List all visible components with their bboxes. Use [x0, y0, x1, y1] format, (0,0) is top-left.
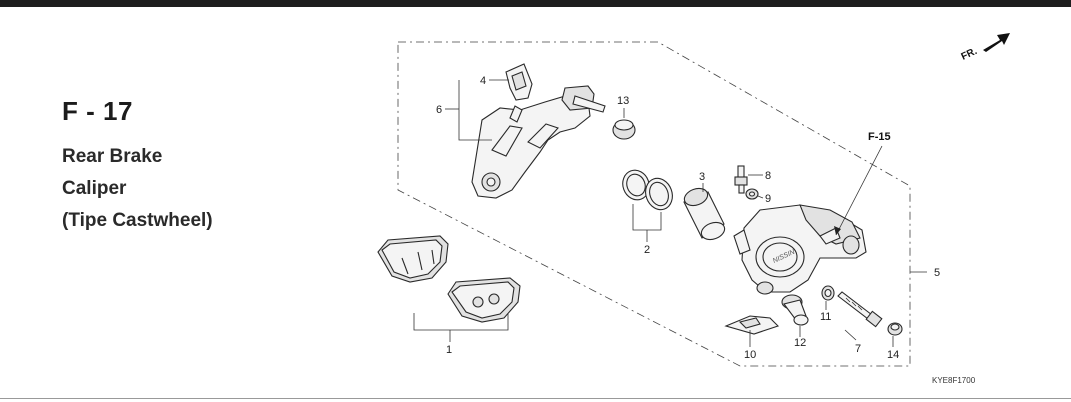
callout-9: 9 [765, 193, 771, 205]
piston-part [683, 187, 726, 241]
front-direction-arrow-icon: FR. [960, 33, 1010, 63]
page-code: F - 17 [62, 96, 133, 126]
callout-11: 11 [820, 311, 831, 323]
callout-10: 10 [744, 349, 756, 361]
pad-spring-part [505, 63, 533, 101]
callout-3: 3 [699, 171, 705, 183]
callout-1: 1 [446, 344, 452, 356]
caliper-bracket-part [471, 85, 606, 199]
callout-4: 4 [480, 75, 486, 87]
leader-lines [413, 79, 927, 347]
slide-pin-part [781, 294, 809, 326]
brake-pad-set-part [377, 235, 521, 323]
callout-7: 7 [855, 343, 861, 355]
callout-5: 5 [934, 267, 940, 279]
callout-8: 8 [765, 170, 771, 182]
pad-retainer-part [724, 315, 780, 335]
bleed-valve-part [734, 165, 748, 194]
boot-cap-part [612, 119, 636, 140]
callout-12: 12 [794, 337, 806, 349]
callout-14: 14 [887, 349, 899, 361]
top-bar [0, 0, 1071, 7]
bolt-cap-part [887, 322, 903, 336]
reference-f15: F-15 [868, 131, 891, 143]
bleed-cap-part [745, 188, 759, 200]
pin-bolt-part [837, 291, 883, 328]
front-direction-label: FR. [960, 46, 979, 63]
piston-seal-set-part [622, 169, 673, 211]
assembly-boundary [397, 41, 911, 367]
title-block: F - 17 Rear Brake Caliper (Tipe Castwhee… [62, 96, 213, 237]
title-line-1: Rear Brake [62, 146, 163, 167]
callout-2: 2 [644, 244, 650, 256]
pin-boot-part [821, 285, 835, 301]
diagram-code: KYE8F1700 [932, 376, 976, 385]
title-line-3: (Tipe Castwheel) [62, 210, 213, 231]
caliper-body-part: NISSIN [733, 204, 867, 295]
callout-13: 13 [617, 95, 629, 107]
bottom-rule [0, 398, 1071, 399]
callout-6: 6 [436, 104, 442, 116]
title-line-2: Caliper [62, 178, 127, 199]
